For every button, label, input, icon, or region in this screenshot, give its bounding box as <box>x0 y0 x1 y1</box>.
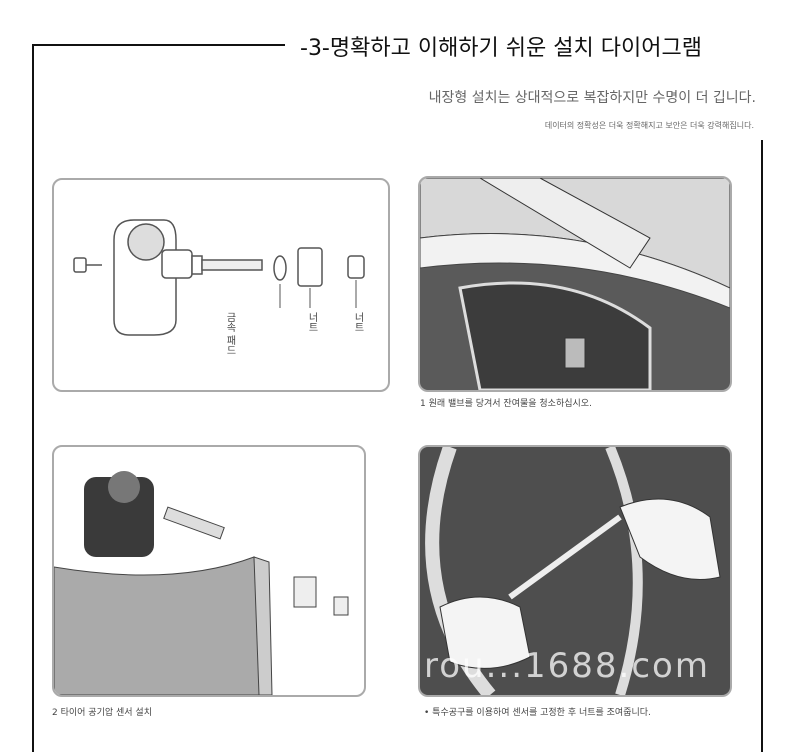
subtitle: 내장형 설치는 상대적으로 복잡하지만 수명이 더 깁니다. <box>428 90 756 106</box>
watermark: rou...1688.com <box>424 646 710 686</box>
parts-diagram-panel <box>52 178 390 392</box>
note-text: 데이터의 정확성은 더욱 정확해지고 보안은 더욱 강력해집니다. <box>544 121 754 130</box>
tightening-illustration <box>425 447 721 695</box>
sensor-install-panel <box>52 445 366 697</box>
label-nut: 너트 <box>306 312 317 332</box>
tool-tightening-photo <box>418 445 732 697</box>
wheel-valve-illustration <box>420 178 730 390</box>
label-cap-nut: 너트 <box>352 312 363 332</box>
label-metal-pad: 금속 패드 <box>224 312 235 356</box>
sensor-install-illustration <box>54 471 349 695</box>
page-title: -3-명확하고 이해하기 쉬운 설치 다이어그램 <box>300 36 702 61</box>
sensor-exploded-illustration <box>73 219 365 336</box>
valve-removal-photo <box>418 176 732 392</box>
step1-caption: 1 원래 밸브를 당겨서 잔여물을 청소하십시오. <box>420 399 592 409</box>
step2-caption: 2 타이어 공기압 센서 설치 <box>52 708 152 718</box>
frame-line-right <box>761 140 763 752</box>
frame-line-left <box>32 44 34 752</box>
step3-caption: • 특수공구를 이용하여 센서를 고정한 후 너트를 조여줍니다. <box>424 708 651 718</box>
frame-line-top <box>32 44 285 46</box>
